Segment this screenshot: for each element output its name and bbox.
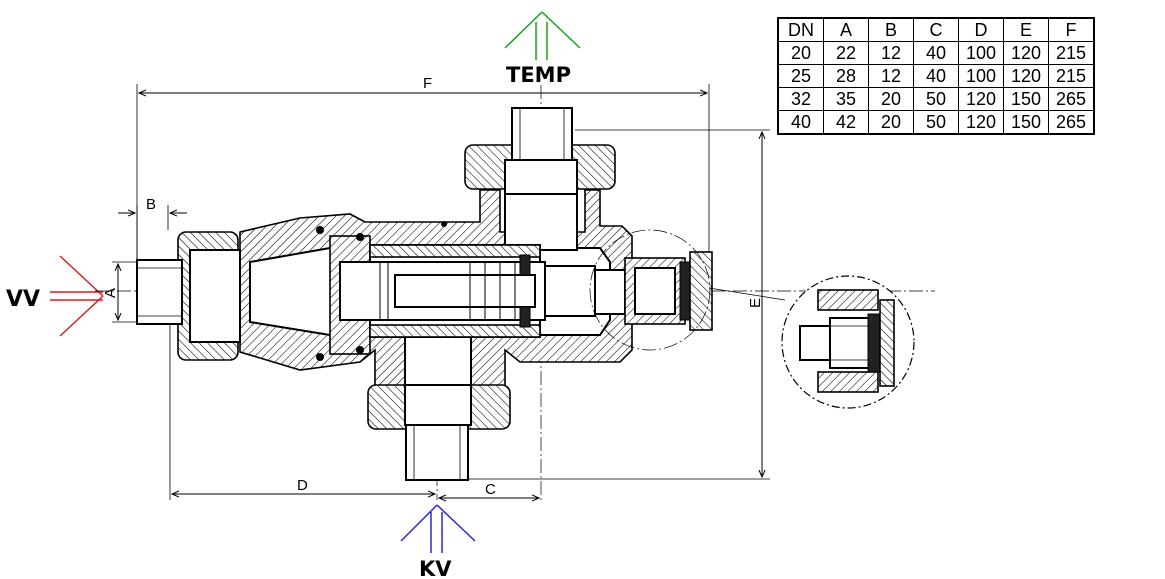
table-header: B: [868, 17, 914, 42]
table-cell: 22: [823, 41, 869, 65]
table-cell: 120: [1003, 64, 1049, 88]
table-header: F: [1048, 17, 1095, 42]
table-cell: 100: [958, 41, 1004, 65]
table-cell: 25: [777, 64, 824, 88]
table-cell: 215: [1048, 64, 1095, 88]
temp-label: TEMP: [506, 63, 571, 87]
dimension-c-label: C: [485, 481, 496, 498]
table-cell: 120: [1003, 41, 1049, 65]
vv-arrow-icon: [50, 255, 104, 337]
dimension-d: [169, 325, 435, 500]
table-cell: 150: [1003, 87, 1049, 111]
table-row: 25 28 12 40 100 120 215: [777, 64, 1095, 88]
dimension-d-label: D: [297, 477, 308, 494]
table-cell: 32: [777, 87, 824, 111]
table-cell: 42: [823, 110, 869, 135]
table-cell: 12: [868, 41, 914, 65]
dimension-table: DN A B C D E F 20 22 12 40 100 120 215 2…: [777, 17, 1095, 135]
table-header-row: DN A B C D E F: [777, 17, 1095, 42]
table-cell: 265: [1048, 87, 1095, 111]
table-row: 20 22 12 40 100 120 215: [777, 41, 1095, 65]
vv-label: VV: [6, 287, 40, 312]
dimension-b: [118, 205, 187, 262]
table-header: D: [958, 17, 1004, 42]
table-cell: 35: [823, 87, 869, 111]
table-header: DN: [777, 17, 824, 42]
table-cell: 20: [777, 41, 824, 65]
table-header: E: [1003, 17, 1049, 42]
table-row: 32 35 20 50 120 150 265: [777, 87, 1095, 111]
table-cell: 215: [1048, 41, 1095, 65]
table-cell: 265: [1048, 110, 1095, 135]
kv-label: KV: [419, 557, 452, 579]
dimension-e: [465, 129, 770, 480]
dimension-b-label: B: [146, 196, 156, 213]
dimension-a-label: A: [102, 288, 119, 298]
table-row: 40 42 20 50 120 150 265: [777, 110, 1095, 135]
table-cell: 100: [958, 64, 1004, 88]
table-cell: 20: [868, 87, 914, 111]
table-cell: 12: [868, 64, 914, 88]
table-header: A: [823, 17, 869, 42]
table-cell: 50: [913, 87, 959, 111]
table-cell: 150: [1003, 110, 1049, 135]
dimension-e-label: E: [747, 298, 764, 308]
table-header: C: [913, 17, 959, 42]
table-cell: 50: [913, 110, 959, 135]
table-cell: 120: [958, 110, 1004, 135]
temp-arrow-icon: [504, 11, 581, 60]
table-cell: 40: [777, 110, 824, 135]
detail-view: [799, 289, 895, 393]
table-cell: 20: [868, 110, 914, 135]
table-cell: 120: [958, 87, 1004, 111]
valve-body: [136, 107, 713, 481]
table-cell: 28: [823, 64, 869, 88]
dimension-f-label: F: [423, 75, 432, 92]
table-cell: 40: [913, 41, 959, 65]
table-cell: 40: [913, 64, 959, 88]
kv-arrow-icon: [400, 504, 476, 553]
